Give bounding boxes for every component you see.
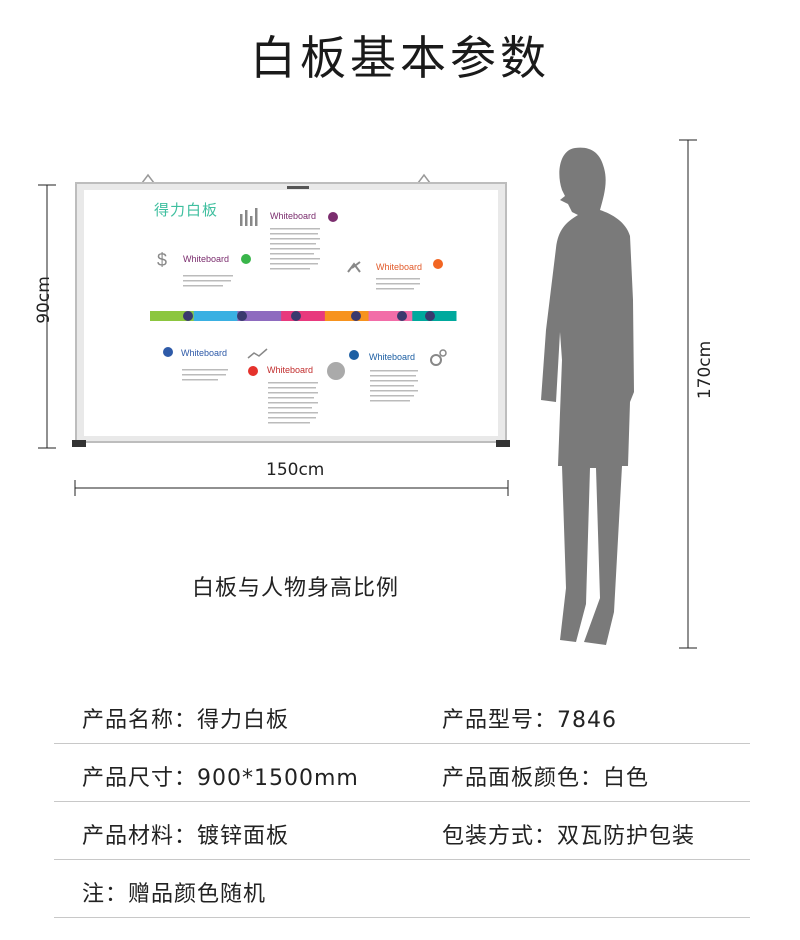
timeline-marker: [183, 311, 193, 321]
person-height-label: 170cm: [695, 340, 716, 400]
timeline-marker: [425, 311, 435, 321]
timeline-marker: [397, 311, 407, 321]
timeline-segment: [281, 311, 326, 321]
board-label: Whiteboard: [183, 254, 230, 264]
board-width-label: 150cm: [266, 460, 325, 480]
timeline-segment: [237, 311, 282, 321]
person-silhouette: [541, 147, 634, 645]
spec-table: 产品名称：得力白板 产品型号：7846 产品尺寸：900*1500mm 产品面板…: [54, 686, 750, 918]
spec-packaging: 包装方式：双瓦防护包装: [442, 824, 696, 849]
board-width-dimension: [74, 480, 509, 496]
timeline-marker: [351, 311, 361, 321]
spec-model: 产品型号：7846: [442, 708, 617, 733]
timeline-segment: [324, 311, 370, 321]
person-height-dimension: [679, 139, 697, 649]
board-label: Whiteboard: [181, 348, 228, 358]
board-brand-text: 得力白板: [154, 201, 219, 219]
whiteboard-image: $: [72, 173, 510, 447]
timeline-bar: [150, 311, 457, 321]
spec-product-name: 产品名称：得力白板: [82, 708, 290, 733]
spec-color: 产品面板颜色：白色: [442, 766, 650, 791]
board-label: Whiteboard: [267, 365, 314, 375]
spec-row: 注：赠品颜色随机: [54, 860, 750, 918]
spec-row: 产品名称：得力白板 产品型号：7846: [54, 686, 750, 744]
size-illustration: $: [38, 139, 697, 649]
spec-size: 产品尺寸：900*1500mm: [82, 766, 359, 791]
illustration-caption: 白板与人物身高比例: [192, 576, 400, 601]
svg-text:$: $: [157, 250, 167, 270]
board-label: Whiteboard: [376, 262, 423, 272]
board-height-dimension: [38, 184, 56, 449]
timeline-segment: [368, 311, 413, 321]
spec-material: 产品材料：镀锌面板: [82, 824, 290, 849]
timeline-marker: [291, 311, 301, 321]
timeline-marker: [237, 311, 247, 321]
board-label: Whiteboard: [270, 211, 317, 221]
spec-row: 产品尺寸：900*1500mm 产品面板颜色：白色: [54, 744, 750, 802]
timeline-segment: [150, 311, 195, 321]
board-height-label: 90cm: [33, 276, 54, 324]
board-label: Whiteboard: [369, 352, 416, 362]
timeline-segment: [193, 311, 238, 321]
page-title: 白板基本参数: [250, 31, 550, 85]
spec-note: 注：赠品颜色随机: [82, 882, 267, 907]
spec-row: 产品材料：镀锌面板 包装方式：双瓦防护包装: [54, 802, 750, 860]
